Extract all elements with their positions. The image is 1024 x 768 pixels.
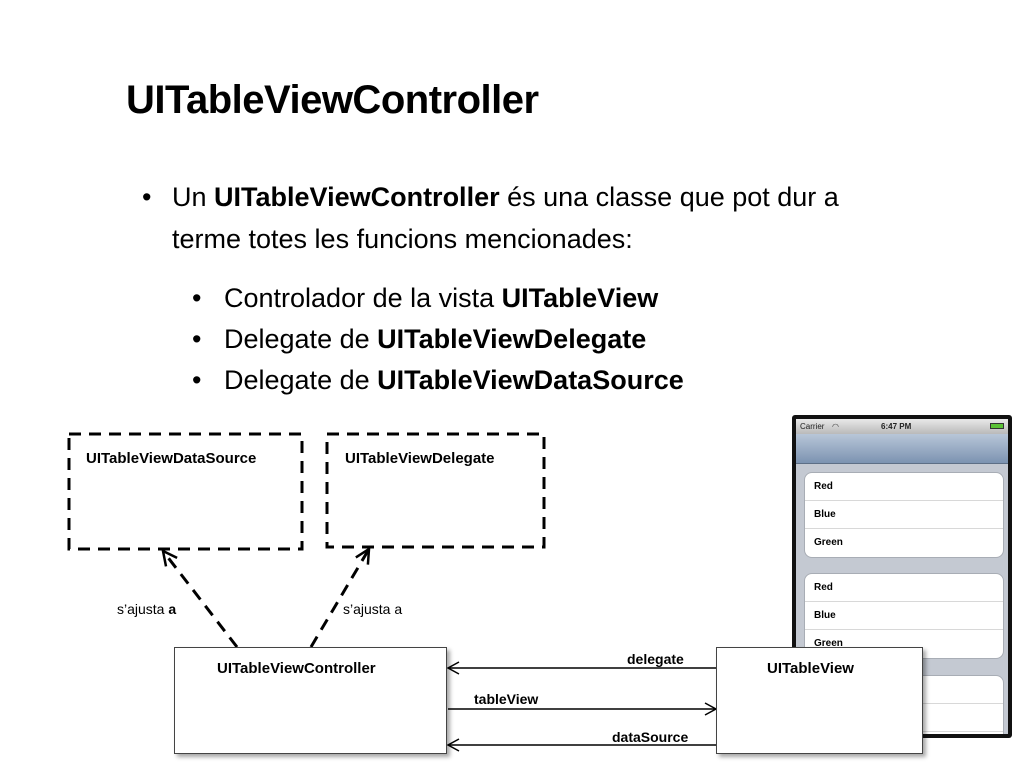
bullet-bold-term: UITableViewController [214, 182, 500, 212]
tableview-box [716, 647, 923, 754]
controller-box-label: UITableViewController [217, 660, 376, 677]
sub-bullet: Delegate de UITableViewDataSource [190, 360, 890, 401]
conform-label-bold: a [168, 601, 177, 617]
slide-title: UITableViewController [126, 78, 539, 122]
tableview-box-label: UITableView [767, 660, 854, 677]
controller-box [174, 647, 447, 754]
table-cell[interactable]: Blue [805, 602, 1003, 630]
main-bullet-list: Un UITableViewController és una classe q… [140, 176, 940, 260]
status-time: 6:47 PM [881, 422, 912, 431]
table-cell[interactable]: Red [805, 574, 1003, 602]
sub-bullet-text: Delegate de [224, 324, 378, 354]
sub-bullet-text: Controlador de la vista [224, 283, 502, 313]
wifi-icon: ◠ [832, 422, 839, 431]
conform-label-left: s’ajusta a [117, 601, 176, 617]
delegate-protocol-box [325, 432, 546, 549]
sub-bullet-list: Controlador de la vista UITableView Dele… [190, 278, 890, 401]
datasource-box-label: UITableViewDataSource [86, 450, 257, 467]
table-section: Red Blue Green [804, 472, 1004, 558]
table-section: Red Blue Green [804, 573, 1004, 659]
status-bar: Carrier ◠ 6:47 PM [796, 419, 1008, 434]
datasource-protocol-box [67, 432, 304, 551]
sub-bullet: Delegate de UITableViewDelegate [190, 319, 890, 360]
battery-icon [990, 423, 1004, 429]
sub-bullet-bold: UITableView [501, 283, 659, 313]
navigation-bar [796, 434, 1008, 464]
sub-bullet: Controlador de la vista UITableView [190, 278, 890, 319]
conform-label-right: s’ajusta a [343, 601, 403, 617]
table-cell[interactable]: Red [805, 473, 1003, 501]
datasource-arrow-label: dataSource [612, 729, 689, 745]
bullet-line2: terme totes les funcions mencionades: [172, 224, 633, 254]
table-cell[interactable]: Green [814, 638, 843, 649]
sub-bullet-bold: UITableViewDelegate [377, 324, 647, 354]
main-bullet: Un UITableViewController és una classe q… [140, 176, 940, 260]
sub-bullet-bold: UITableViewDataSource [377, 365, 684, 395]
table-cell[interactable]: Blue [805, 501, 1003, 529]
table-cell[interactable]: Green [814, 537, 843, 548]
bullet-line1-rest: és una classe que pot dur a [499, 182, 839, 212]
conform-arrow-datasource [161, 548, 239, 648]
carrier-label: Carrier [800, 422, 825, 431]
sub-bullet-text: Delegate de [224, 365, 378, 395]
delegate-box-label: UITableViewDelegate [345, 450, 495, 467]
conform-label-text: s’ajusta [117, 601, 169, 617]
bullet-prefix: Un [172, 182, 215, 212]
conform-arrow-delegate [309, 546, 371, 648]
tableview-arrow-label: tableView [474, 691, 539, 707]
delegate-arrow-label: delegate [627, 651, 684, 667]
